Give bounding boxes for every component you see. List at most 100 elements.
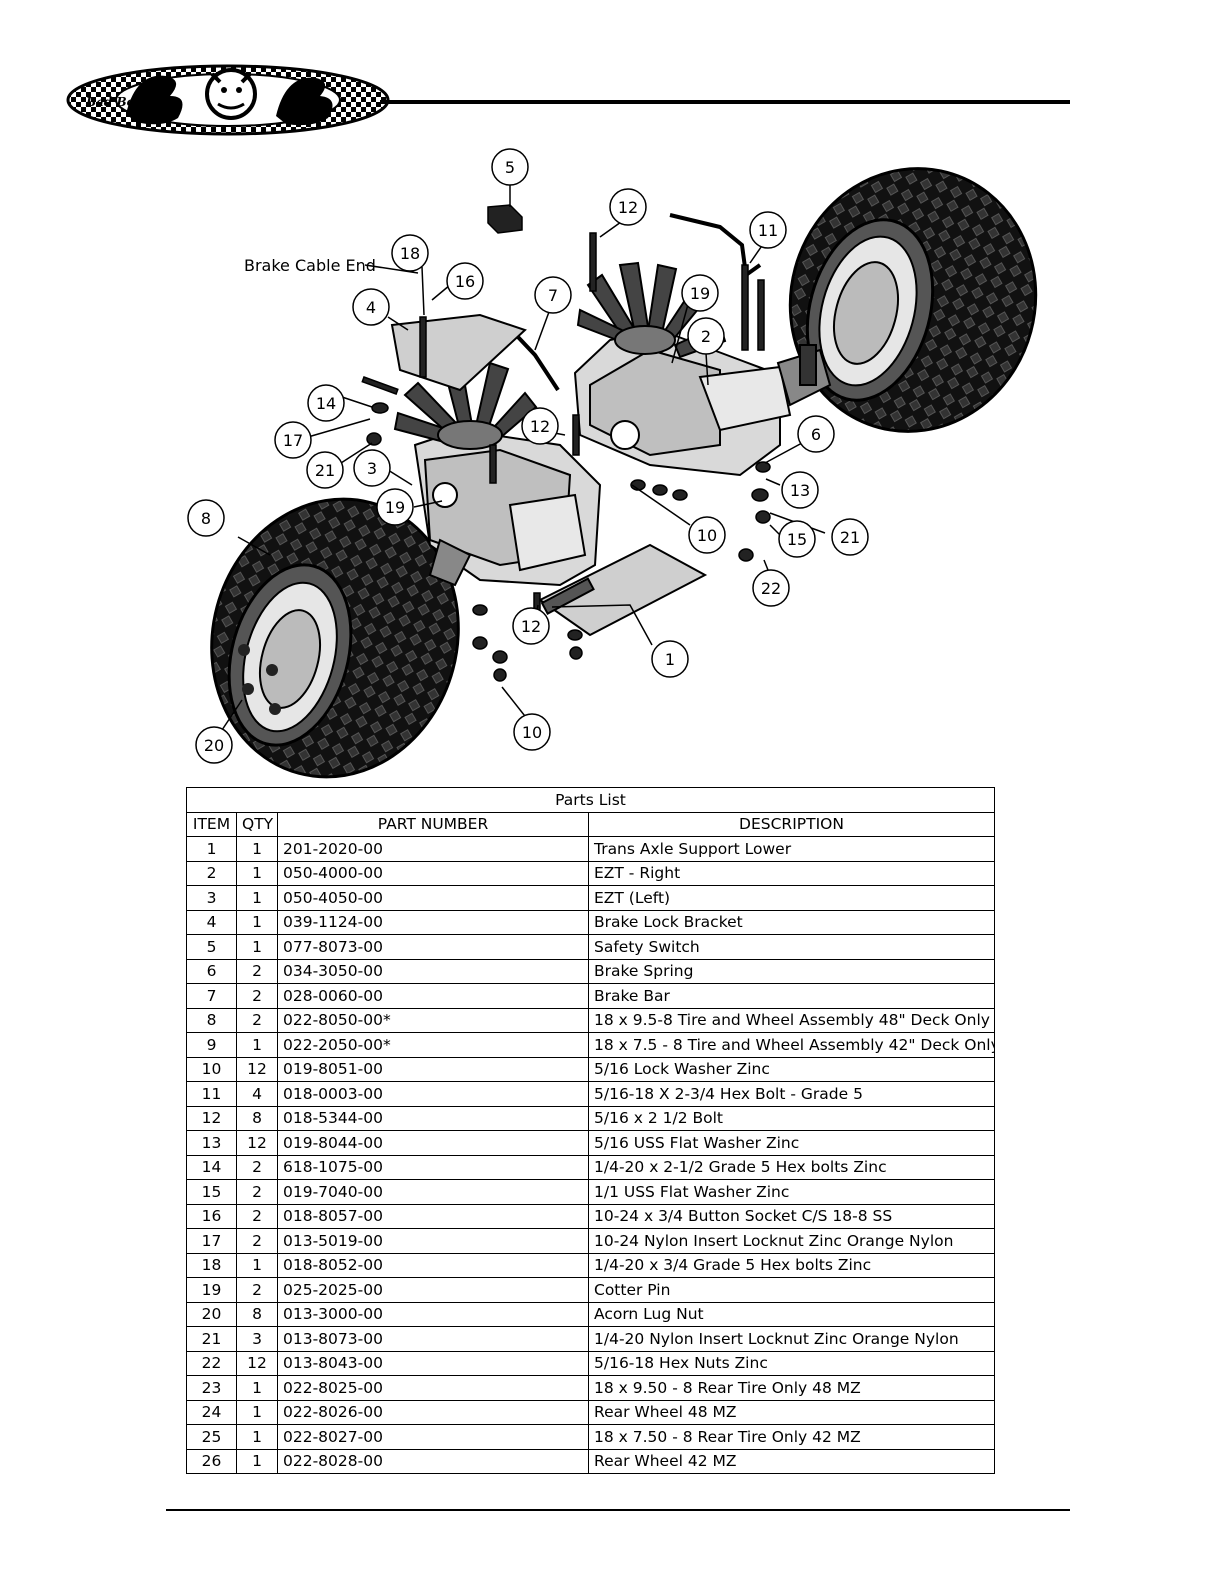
callout-12-top: 12 xyxy=(609,188,647,226)
part-number-cell: 013-3000-00 xyxy=(277,1301,589,1327)
qty-cell: 1 xyxy=(236,909,278,935)
callout-20: 20 xyxy=(195,726,233,764)
svg-text:19: 19 xyxy=(690,284,710,303)
callout-18: 18 xyxy=(391,234,429,272)
callout-19-bottom: 19 xyxy=(376,488,414,526)
brake-bars xyxy=(516,213,762,392)
callout-22: 22 xyxy=(752,569,790,607)
callout-17: 17 xyxy=(274,421,312,459)
svg-text:19: 19 xyxy=(385,498,405,517)
svg-text:12: 12 xyxy=(618,198,638,217)
trans-axle-support xyxy=(538,543,708,637)
item-cell: 22 xyxy=(186,1350,237,1376)
qty-cell: 2 xyxy=(236,1277,278,1303)
description-cell: Trans Axle Support Lower xyxy=(587,836,996,862)
part-number-cell: 019-8044-00 xyxy=(277,1130,589,1156)
item-cell: 2 xyxy=(186,860,237,886)
qty-cell: 12 xyxy=(236,1130,278,1156)
table-header-row: ITEM QTY PART NUMBER DESCRIPTION xyxy=(186,811,996,837)
description-cell: 18 x 7.5 - 8 Tire and Wheel Assembly 42"… xyxy=(587,1032,996,1058)
part-number-cell: 022-8027-00 xyxy=(277,1424,589,1450)
header-item: ITEM xyxy=(186,811,237,837)
svg-text:10: 10 xyxy=(522,723,542,742)
item-cell: 15 xyxy=(186,1179,237,1205)
part-number-cell: 039-1124-00 xyxy=(277,909,589,935)
item-cell: 6 xyxy=(186,958,237,984)
qty-cell: 1 xyxy=(236,836,278,862)
item-cell: 20 xyxy=(186,1301,237,1327)
item-cell: 21 xyxy=(186,1326,237,1352)
qty-cell: 1 xyxy=(236,934,278,960)
item-cell: 4 xyxy=(186,909,237,935)
svg-text:21: 21 xyxy=(315,461,335,480)
svg-text:2: 2 xyxy=(701,327,711,346)
qty-cell: 1 xyxy=(236,860,278,886)
description-cell: 5/16 Lock Washer Zinc xyxy=(587,1056,996,1082)
table-title: Parts List xyxy=(185,787,996,813)
qty-cell: 8 xyxy=(236,1105,278,1131)
callout-10-bottom: 10 xyxy=(513,713,551,751)
callout-12-bottom: 12 xyxy=(512,607,550,645)
svg-text:4: 4 xyxy=(366,298,376,317)
callout-16: 16 xyxy=(446,262,484,300)
part-number-cell: 050-4050-00 xyxy=(277,885,589,911)
item-cell: 5 xyxy=(186,934,237,960)
description-cell: EZT (Left) xyxy=(587,885,996,911)
svg-text:13: 13 xyxy=(790,481,810,500)
item-cell: 1 xyxy=(186,836,237,862)
part-number-cell: 018-0003-00 xyxy=(277,1081,589,1107)
svg-text:17: 17 xyxy=(283,431,303,450)
svg-text:7: 7 xyxy=(548,286,558,305)
callout-12-mid: 12 xyxy=(521,407,559,445)
callout-13: 13 xyxy=(781,471,819,509)
description-cell: 5/16-18 X 2-3/4 Hex Bolt - Grade 5 xyxy=(587,1081,996,1107)
item-cell: 18 xyxy=(186,1252,237,1278)
tire-left xyxy=(210,497,460,779)
description-cell: 1/4-20 Nylon Insert Locknut Zinc Orange … xyxy=(587,1326,996,1352)
callout-21-left: 21 xyxy=(306,451,344,489)
callout-3: 3 xyxy=(353,449,391,487)
brake-cable-end-label: Brake Cable End xyxy=(244,256,376,275)
description-cell: 18 x 9.50 - 8 Rear Tire Only 48 MZ xyxy=(587,1375,996,1401)
qty-cell: 1 xyxy=(236,1448,278,1474)
description-cell: 1/1 USS Flat Washer Zinc xyxy=(587,1179,996,1205)
item-cell: 17 xyxy=(186,1228,237,1254)
item-cell: 23 xyxy=(186,1375,237,1401)
part-number-cell: 034-3050-00 xyxy=(277,958,589,984)
qty-cell: 2 xyxy=(236,1007,278,1033)
svg-text:16: 16 xyxy=(455,272,475,291)
qty-cell: 2 xyxy=(236,1228,278,1254)
description-cell: 10-24 Nylon Insert Locknut Zinc Orange N… xyxy=(587,1228,996,1254)
part-number-cell: 019-7040-00 xyxy=(277,1179,589,1205)
qty-cell: 1 xyxy=(236,885,278,911)
callout-10-mid: 10 xyxy=(688,516,726,554)
svg-text:6: 6 xyxy=(811,425,821,444)
parts-list-table: Parts List ITEM QTY PART NUMBER DESCRIPT… xyxy=(185,787,996,1474)
part-number-cell: 022-8025-00 xyxy=(277,1375,589,1401)
part-number-cell: 025-2025-00 xyxy=(277,1277,589,1303)
callout-11: 11 xyxy=(749,211,787,249)
part-number-cell: 013-8043-00 xyxy=(277,1350,589,1376)
part-number-cell: 022-8026-00 xyxy=(277,1399,589,1425)
item-cell: 10 xyxy=(186,1056,237,1082)
svg-text:5: 5 xyxy=(505,158,515,177)
callout-8: 8 xyxy=(187,499,225,537)
item-cell: 8 xyxy=(186,1007,237,1033)
part-number-cell: 013-8073-00 xyxy=(277,1326,589,1352)
bad-boy-logo: Bad Boy xyxy=(66,64,390,136)
item-cell: 24 xyxy=(186,1399,237,1425)
part-number-cell: 013-5019-00 xyxy=(277,1228,589,1254)
description-cell: 10-24 x 3/4 Button Socket C/S 18-8 SS xyxy=(587,1203,996,1229)
